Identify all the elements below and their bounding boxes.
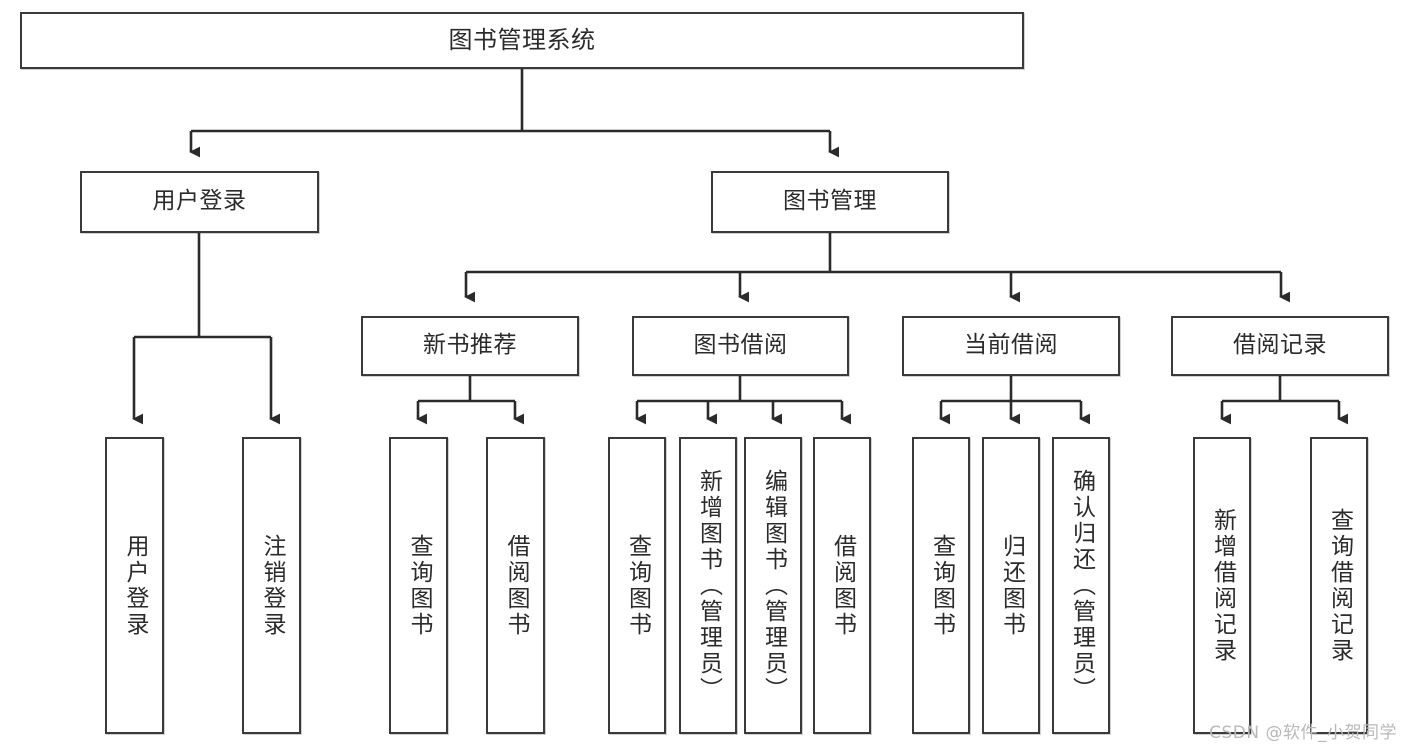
node-label: 查询借阅记录 xyxy=(1326,507,1353,664)
node-label: 借阅图书 xyxy=(829,533,856,638)
leaf-book-borrow-add-book-admin[interactable]: 新增图书（管理员） xyxy=(679,437,737,734)
leaf-new-book-query-book[interactable]: 查询图书 xyxy=(389,437,448,734)
node-borrow-record[interactable]: 借阅记录 xyxy=(1171,316,1389,376)
leaf-current-borrow-return-book[interactable]: 归还图书 xyxy=(982,437,1040,734)
node-label: 新增借阅记录 xyxy=(1209,507,1236,664)
node-label: 查询图书 xyxy=(406,533,432,638)
node-label: 图书借阅 xyxy=(693,332,788,359)
node-label: 新书推荐 xyxy=(423,332,517,359)
node-label: 借阅记录 xyxy=(1233,332,1327,359)
node-label: 新增图书（管理员） xyxy=(695,468,722,703)
node-current-borrow[interactable]: 当前借阅 xyxy=(902,316,1120,376)
node-root-book-management-system[interactable]: 图书管理系统 xyxy=(20,12,1024,69)
node-new-book-recommend[interactable]: 新书推荐 xyxy=(361,316,579,376)
watermark: CSDN @软件_小贺同学 xyxy=(1209,723,1397,743)
node-label: 注销登录 xyxy=(259,533,285,638)
leaf-book-borrow-edit-book-admin[interactable]: 编辑图书（管理员） xyxy=(744,437,802,734)
leaf-book-borrow-query-book[interactable]: 查询图书 xyxy=(608,437,666,734)
node-user-login[interactable]: 用户登录 xyxy=(80,171,319,233)
node-book-borrow[interactable]: 图书借阅 xyxy=(632,316,849,376)
node-label: 用户登录 xyxy=(122,533,148,638)
node-label: 查询图书 xyxy=(928,533,955,638)
leaf-current-borrow-query-book[interactable]: 查询图书 xyxy=(912,437,970,734)
node-label: 用户登录 xyxy=(152,188,247,215)
node-label: 借阅图书 xyxy=(503,533,529,638)
leaf-user-login-login[interactable]: 用户登录 xyxy=(105,437,164,734)
leaf-borrow-record-add-record[interactable]: 新增借阅记录 xyxy=(1193,437,1251,734)
leaf-current-borrow-confirm-return-admin[interactable]: 确认归还（管理员） xyxy=(1052,437,1110,734)
node-label: 查询图书 xyxy=(624,533,651,638)
node-book-management[interactable]: 图书管理 xyxy=(711,171,949,233)
node-label: 图书管理系统 xyxy=(448,26,596,55)
node-label: 归还图书 xyxy=(998,533,1025,638)
node-label: 确认归还（管理员） xyxy=(1068,468,1095,703)
node-label: 图书管理 xyxy=(783,188,877,215)
node-label: 编辑图书（管理员） xyxy=(760,468,787,703)
leaf-user-login-logout[interactable]: 注销登录 xyxy=(242,437,301,734)
leaf-book-borrow-borrow-book[interactable]: 借阅图书 xyxy=(813,437,871,734)
leaf-new-book-borrow-book[interactable]: 借阅图书 xyxy=(486,437,545,734)
leaf-borrow-record-query-record[interactable]: 查询借阅记录 xyxy=(1310,437,1368,734)
node-label: 当前借阅 xyxy=(964,332,1058,359)
